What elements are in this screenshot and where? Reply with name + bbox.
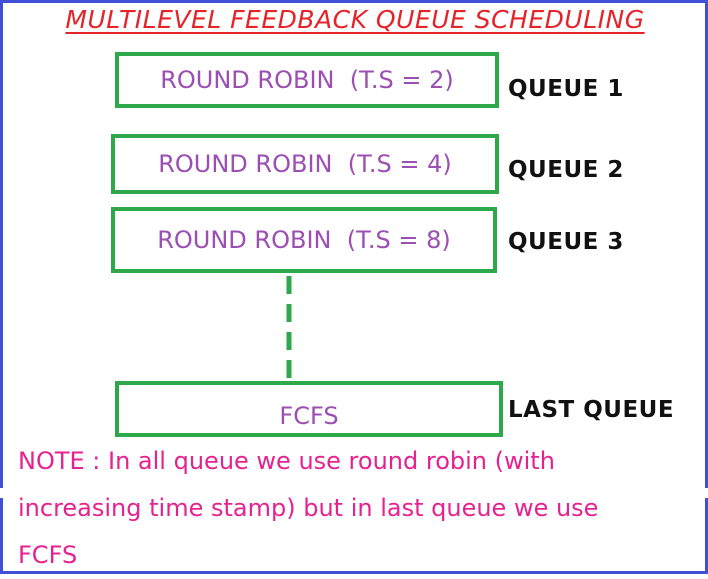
note-line-2: increasing time stamp) but in last queue… <box>18 494 599 522</box>
frame-gap-left <box>0 488 4 498</box>
queue-1-policy: ROUND ROBIN (T.S = 2) <box>160 66 454 94</box>
queue-2-box: ROUND ROBIN (T.S = 4) <box>111 134 499 194</box>
last-queue-box: FCFS <box>115 381 503 437</box>
diagram-title: MULTILEVEL FEEDBACK QUEUE SCHEDULING <box>65 5 645 34</box>
last-queue-policy: FCFS <box>279 402 339 430</box>
note-text: NOTE : In all queue we use round robin (… <box>18 438 690 579</box>
queue-1-label: QUEUE 1 <box>508 76 624 102</box>
queue-1-box: ROUND ROBIN (T.S = 2) <box>115 52 499 108</box>
frame-gap-right <box>704 488 708 498</box>
queue-3-policy: ROUND ROBIN (T.S = 8) <box>157 226 451 254</box>
queue-3-label: QUEUE 3 <box>508 229 624 255</box>
queue-3-box: ROUND ROBIN (T.S = 8) <box>111 207 497 273</box>
note-line-3: FCFS <box>18 541 78 569</box>
note-line-1: NOTE : In all queue we use round robin (… <box>18 447 555 475</box>
last-queue-label: LAST QUEUE <box>508 397 675 423</box>
queue-2-policy: ROUND ROBIN (T.S = 4) <box>158 150 452 178</box>
queue-2-label: QUEUE 2 <box>508 157 624 183</box>
dashed-connector <box>286 276 292 388</box>
